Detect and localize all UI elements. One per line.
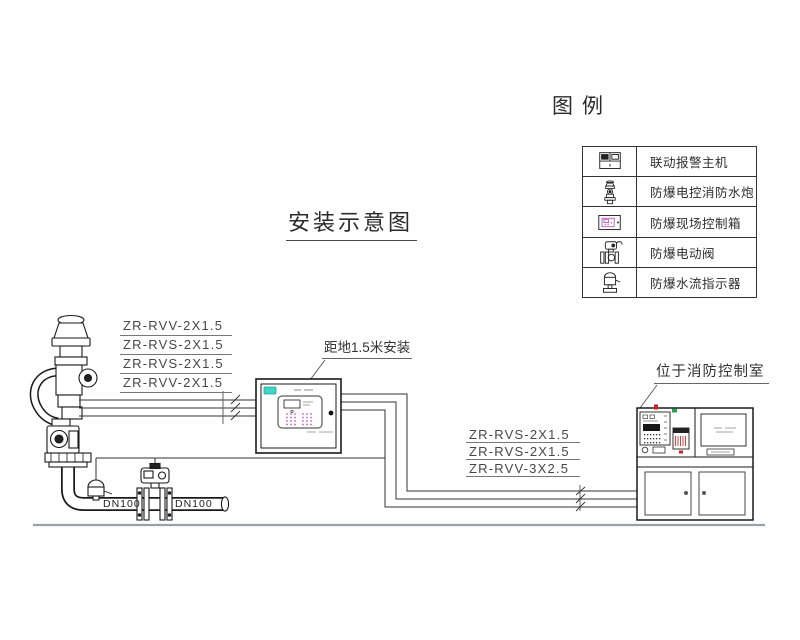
- wires-device-bundle: [95, 457, 385, 480]
- legend-title: 图例: [552, 95, 612, 118]
- cabinet-doors: [644, 471, 746, 516]
- legend-row: 防爆电控消防水炮: [583, 176, 756, 207]
- legend-label: 防爆水流指示器: [650, 276, 742, 291]
- wires-right-bundle: [341, 393, 637, 508]
- legend-table: 联动报警主机 防爆电控消防水炮: [582, 146, 757, 298]
- cable-labels-left: ZR-RVV-2X1.5 ZR-RVS-2X1.5 ZR-RVS-2X1.5 Z…: [120, 317, 232, 393]
- legend-row: 防爆电动阀: [583, 236, 756, 267]
- cable-label: ZR-RVV-2X1.5: [120, 374, 232, 393]
- cable-label: ZR-RVV-2X1.5: [120, 317, 232, 336]
- flow-indicator: [87, 479, 113, 501]
- cabinet-right-bay: [700, 413, 747, 456]
- alarm-host-icon: [583, 147, 637, 177]
- pipe-size-label: DN100: [175, 498, 213, 510]
- panel-knob: [328, 410, 334, 416]
- pipe: [61, 464, 230, 512]
- door-handle-right: [702, 491, 706, 495]
- panel-button-grid: [286, 413, 312, 426]
- cable-leader-right: [575, 485, 586, 512]
- electric-valve-icon: [583, 237, 637, 267]
- cabinet-printer-module: [672, 427, 690, 454]
- panel-power-lamp: [263, 386, 277, 395]
- cable-label: ZR-RVS-2X1.5: [466, 426, 580, 443]
- legend-label: 防爆现场控制箱: [650, 216, 742, 231]
- page-title: 安装示意图: [286, 210, 418, 242]
- panel-display: [283, 399, 301, 409]
- water-cannon: [29, 314, 98, 468]
- alarm-cabinet: [636, 404, 754, 521]
- field-control-box-icon: [583, 207, 637, 237]
- control-room-note: 位于消防控制室: [654, 364, 769, 384]
- cable-labels-right: ZR-RVS-2X1.5 ZR-RVS-2X1.5 ZR-RVV-3X2.5: [466, 426, 580, 477]
- cable-label: ZR-RVV-3X2.5: [466, 460, 580, 477]
- wires-left-bundle: [79, 399, 256, 417]
- door-handle-left: [684, 491, 688, 495]
- pipe-size-label: DN100: [103, 498, 141, 510]
- cabinet-alarm-panel: [639, 404, 677, 454]
- annotation-leader-lines: [309, 359, 658, 409]
- flow-indicator-icon: [583, 267, 637, 298]
- cable-label: ZR-RVS-2X1.5: [120, 355, 232, 374]
- mount-height-note: 距地1.5米安装: [322, 340, 413, 359]
- legend-label: 防爆电控消防水炮: [650, 186, 755, 201]
- legend-row: 联动报警主机: [583, 147, 756, 177]
- field-control-box: [255, 378, 342, 454]
- legend-label: 防爆电动阀: [650, 246, 716, 261]
- water-cannon-icon: [583, 177, 637, 207]
- cable-label: ZR-RVS-2X1.5: [466, 443, 580, 460]
- cable-label: ZR-RVS-2X1.5: [120, 336, 232, 355]
- legend-label: 联动报警主机: [650, 156, 729, 171]
- legend-row: 防爆水流指示器: [583, 266, 756, 298]
- electric-valve: [136, 462, 173, 521]
- cable-leader-left: [222, 391, 241, 424]
- legend-row: 防爆现场控制箱: [583, 206, 756, 237]
